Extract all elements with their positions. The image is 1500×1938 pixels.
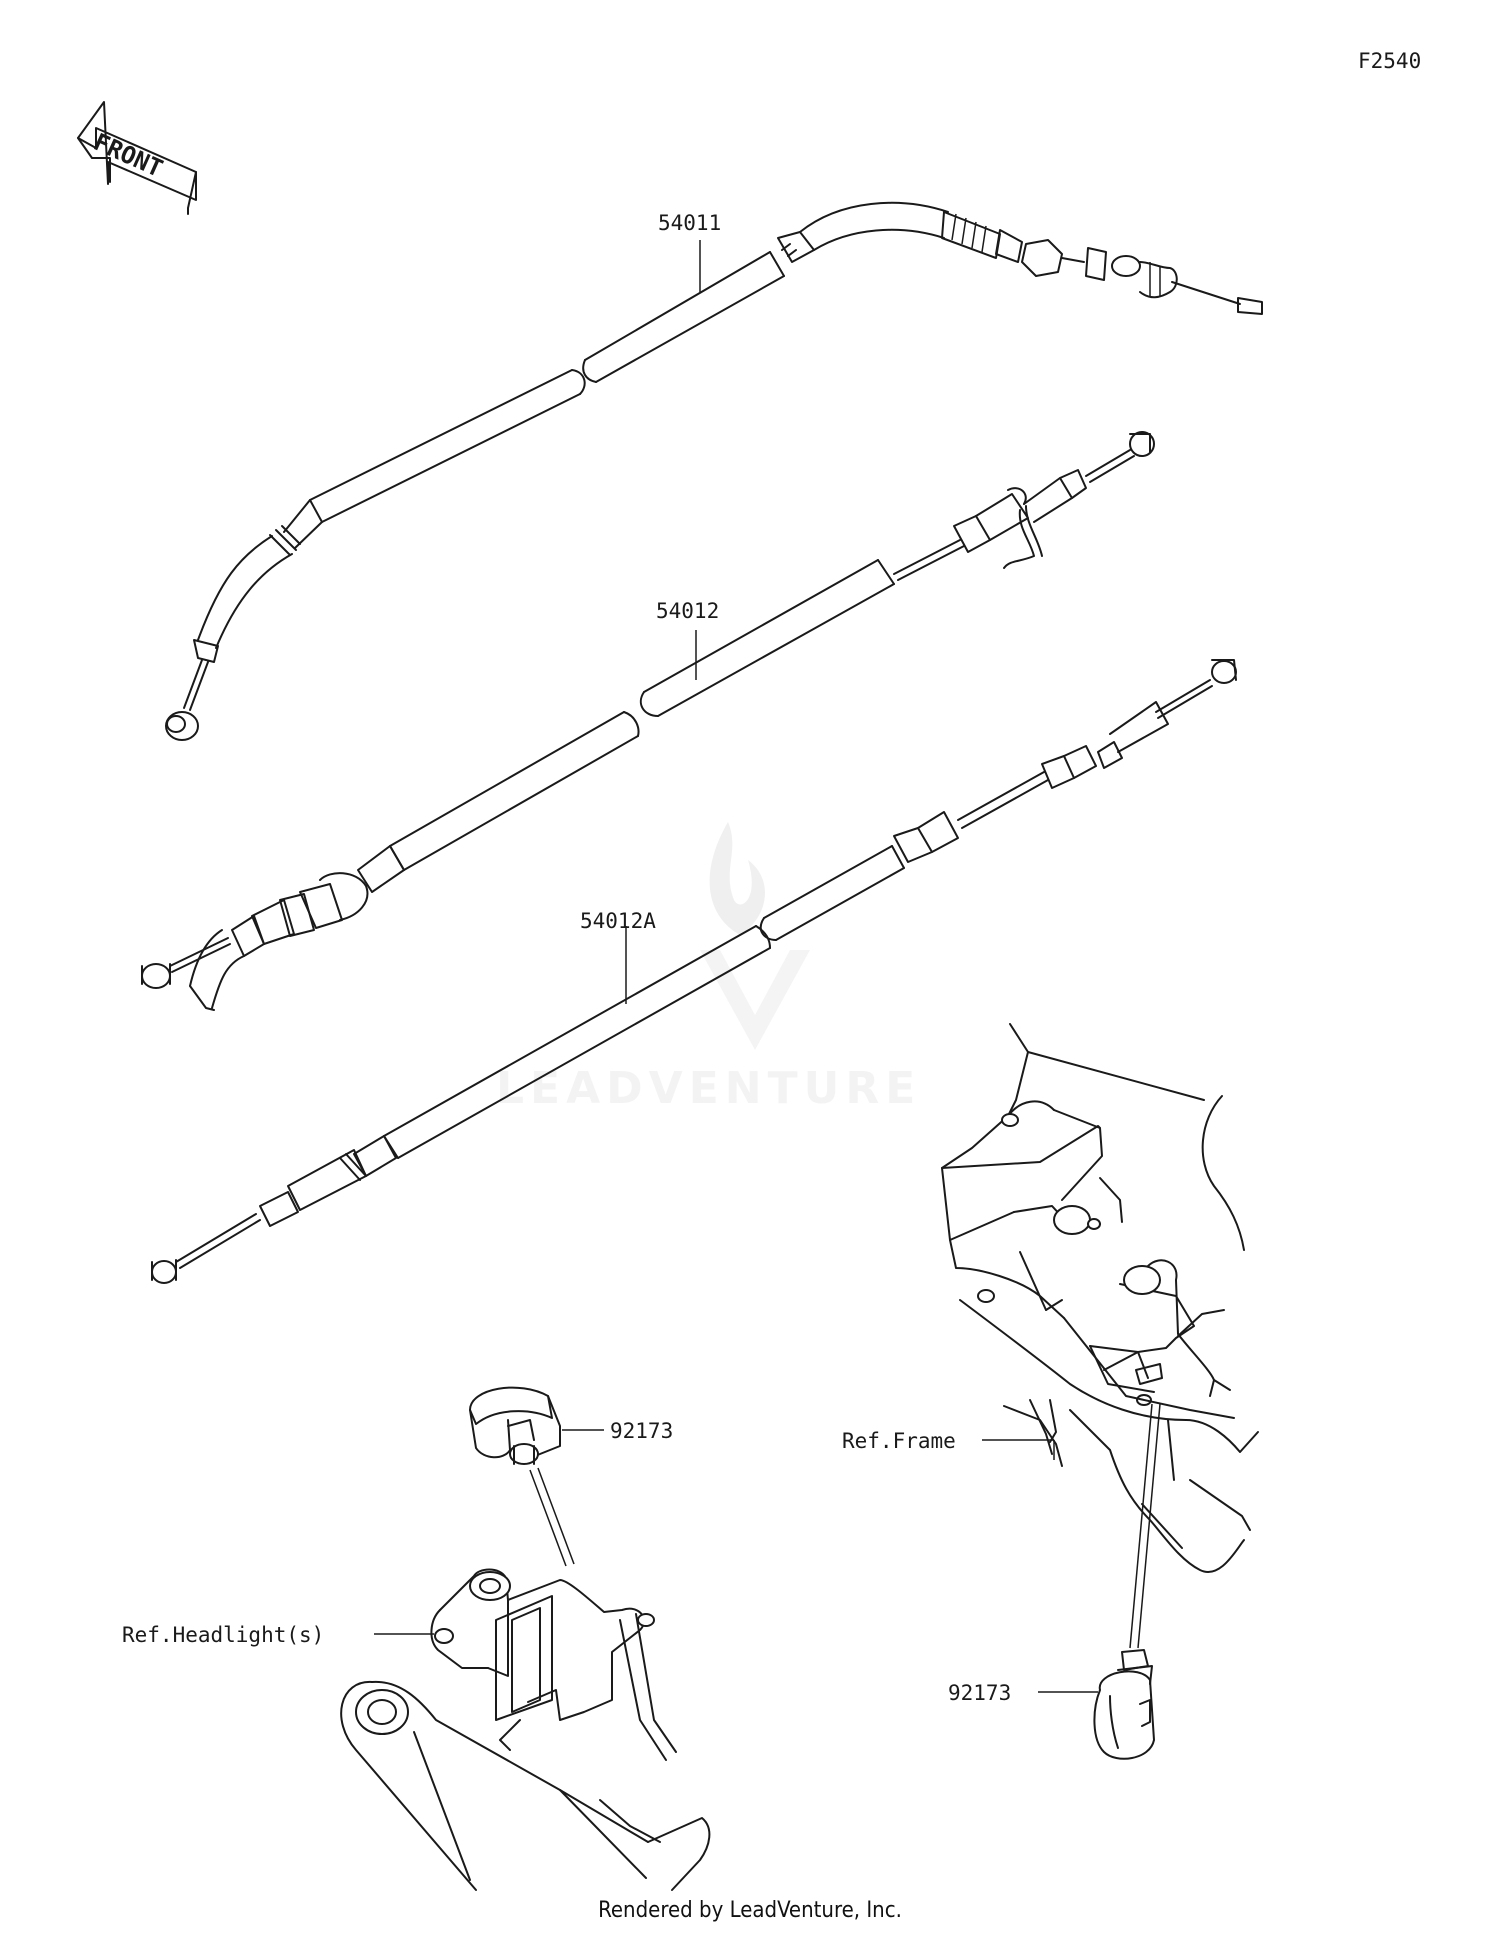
- callout-54012A: 54012A: [580, 909, 656, 933]
- watermark: LEADVENTURE: [496, 822, 921, 1114]
- cable-54012: [141, 431, 1155, 1011]
- callout-92173-front: 92173: [610, 1419, 673, 1443]
- leader-frame-to-clamp: [1129, 1403, 1153, 1649]
- callout-54012: 54012: [656, 599, 719, 623]
- clamp-92173-frame: [1093, 1649, 1155, 1760]
- watermark-text: LEADVENTURE: [496, 1063, 921, 1114]
- callout-92173-frame: 92173: [948, 1681, 1011, 1705]
- headlight-bracket: [340, 1568, 711, 1891]
- cable-54012A: [151, 659, 1237, 1284]
- ref-frame-label: Ref.Frame: [842, 1429, 956, 1453]
- credit-line: Rendered by LeadVenture, Inc.: [598, 1898, 902, 1923]
- front-arrow-icon: FRONT: [77, 101, 197, 215]
- cable-54011: [165, 201, 1263, 741]
- figure-code: F2540: [1358, 49, 1421, 73]
- clamp-92173-front: [469, 1386, 561, 1465]
- leader-clamp-to-bracket: [529, 1469, 567, 1567]
- ref-headlight-label: Ref.Headlight(s): [122, 1623, 324, 1647]
- front-label: FRONT: [90, 128, 167, 183]
- callout-54011: 54011: [658, 211, 721, 235]
- frame-section: [941, 1023, 1259, 1573]
